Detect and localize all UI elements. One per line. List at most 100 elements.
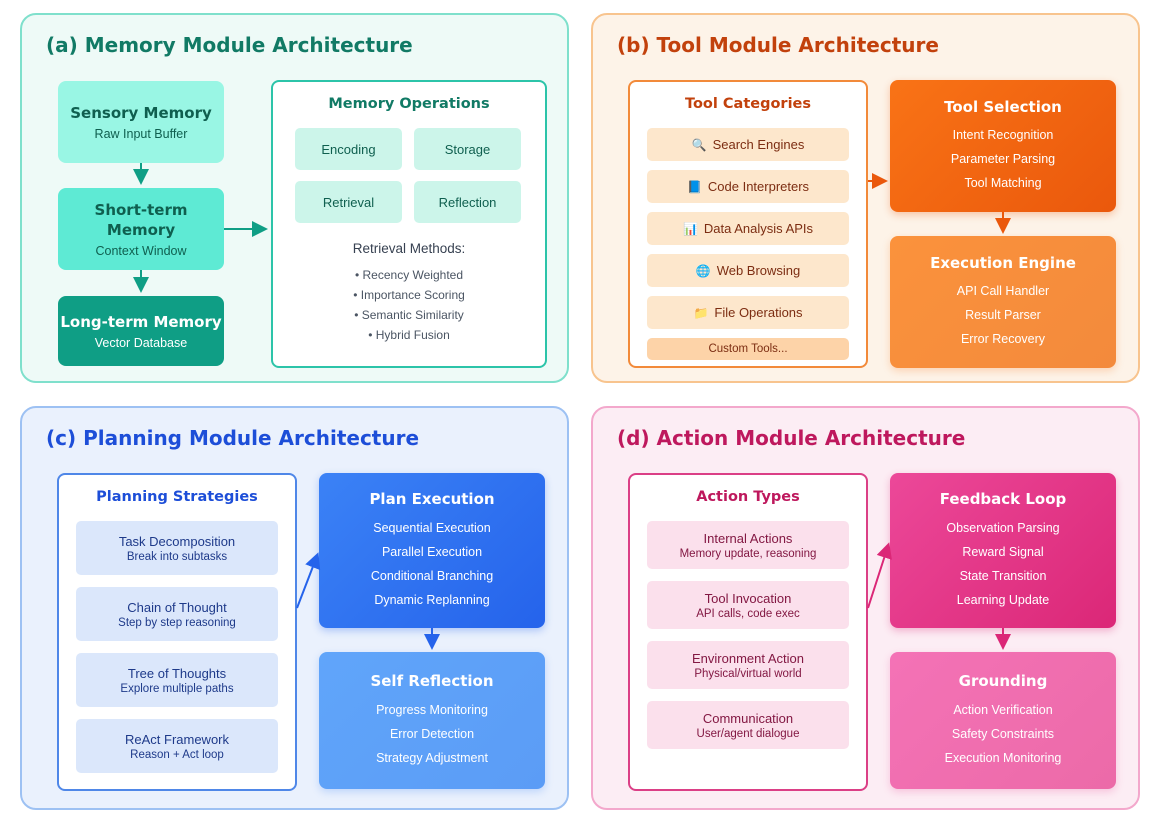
- grounding-line: Execution Monitoring: [944, 750, 1062, 765]
- self-reflection-line: Progress Monitoring: [376, 702, 488, 717]
- action-type-item: Environment Action Physical/virtual worl…: [647, 641, 849, 689]
- action-type-item: Internal Actions Memory update, reasonin…: [647, 521, 849, 569]
- plan-execution-title: Plan Execution: [369, 490, 495, 509]
- retrieval-method-item: • Hybrid Fusion: [368, 328, 450, 342]
- feedback-loop-title: Feedback Loop: [939, 490, 1067, 509]
- feedback-loop-line: Learning Update: [956, 592, 1050, 607]
- sensory-memory-box: Sensory Memory Raw Input Buffer: [58, 81, 224, 163]
- tool-selection-box: Tool Selection Intent Recognition Parame…: [890, 80, 1116, 212]
- action-type-desc: Physical/virtual world: [694, 667, 802, 680]
- long-term-memory-sub: Vector Database: [94, 336, 188, 351]
- retrieval-method-item: • Importance Scoring: [353, 288, 465, 302]
- tool-category-label: Web Browsing: [716, 263, 801, 278]
- self-reflection-title: Self Reflection: [370, 672, 494, 691]
- planning-module-panel: (c) Planning Module Architecture Plannin…: [20, 406, 569, 810]
- action-types-title: Action Types: [696, 489, 800, 505]
- tool-category-item: 📊 Data Analysis APIs: [647, 212, 849, 245]
- long-term-memory-box: Long-term Memory Vector Database: [58, 296, 224, 366]
- memory-panel-title: (a) Memory Module Architecture: [46, 33, 413, 57]
- tool-category-label: Data Analysis APIs: [703, 221, 814, 236]
- arrow-types-to-feedback: [867, 542, 892, 609]
- book-icon: 📘: [686, 179, 702, 194]
- action-type-desc: API calls, code exec: [696, 607, 800, 620]
- plan-execution-line: Parallel Execution: [381, 544, 483, 559]
- tool-arrows: [868, 173, 1011, 234]
- plan-execution-line: Sequential Execution: [373, 520, 491, 535]
- self-reflection-line: Strategy Adjustment: [376, 750, 488, 765]
- strategy-name: ReAct Framework: [124, 731, 230, 747]
- execution-engine-line: Result Parser: [965, 308, 1041, 323]
- execution-engine-line: Error Recovery: [960, 332, 1046, 347]
- plan-execution-line: Conditional Branching: [370, 568, 494, 583]
- tool-categories-title: Tool Categories: [684, 96, 812, 112]
- tool-selection-title: Tool Selection: [944, 97, 1062, 116]
- planning-arrows: [296, 552, 440, 650]
- grounding-title: Grounding: [958, 672, 1048, 691]
- chart-icon: 📊: [682, 221, 698, 236]
- plan-execution-box: Plan Execution Sequential Execution Para…: [319, 473, 545, 628]
- strategy-item: Chain of Thought Step by step reasoning: [76, 587, 278, 641]
- action-arrows: [867, 542, 1011, 650]
- tool-category-label: Search Engines: [712, 137, 805, 152]
- memory-module-panel: (a) Memory Module Architecture Sensory M…: [20, 13, 569, 383]
- custom-tools-item: Custom Tools...: [647, 338, 849, 360]
- short-term-memory-box: Short-term Memory Context Window: [58, 188, 224, 270]
- tool-category-label: File Operations: [714, 305, 803, 320]
- tool-category-item: 📁 File Operations: [647, 296, 849, 329]
- tool-categories-container: Tool Categories 🔍 Search Engines 📘 Code …: [628, 80, 868, 368]
- memory-operations-title: Memory Operations: [328, 96, 490, 112]
- action-type-name: Environment Action: [691, 650, 804, 666]
- tool-category-item: 🔍 Search Engines: [647, 128, 849, 161]
- operation-reflection: Reflection: [414, 181, 521, 223]
- strategy-desc: Break into subtasks: [126, 550, 228, 563]
- grounding-line: Safety Constraints: [951, 726, 1055, 741]
- strategy-desc: Step by step reasoning: [118, 616, 236, 629]
- feedback-loop-line: Reward Signal: [962, 544, 1044, 559]
- arrow-strategies-to-execution: [296, 552, 321, 609]
- action-type-name: Communication: [702, 710, 794, 726]
- action-type-item: Tool Invocation API calls, code exec: [647, 581, 849, 629]
- execution-engine-box: Execution Engine API Call Handler Result…: [890, 236, 1116, 368]
- long-term-memory-title: Long-term Memory: [60, 312, 222, 331]
- action-types-container: Action Types Internal Actions Memory upd…: [628, 473, 868, 791]
- memory-operations-container: Memory Operations Encoding Storage Retri…: [271, 80, 547, 368]
- plan-execution-line: Dynamic Replanning: [374, 592, 490, 607]
- retrieval-method-item: • Semantic Similarity: [354, 308, 464, 322]
- strategy-item: Task Decomposition Break into subtasks: [76, 521, 278, 575]
- action-type-name: Tool Invocation: [704, 590, 792, 606]
- action-panel-title: (d) Action Module Architecture: [617, 426, 966, 450]
- operation-retrieval: Retrieval: [295, 181, 402, 223]
- planning-strategies-title: Planning Strategies: [96, 489, 258, 505]
- short-term-memory-sub: Context Window: [95, 244, 187, 259]
- grounding-box: Grounding Action Verification Safety Con…: [890, 652, 1116, 789]
- self-reflection-box: Self Reflection Progress Monitoring Erro…: [319, 652, 545, 789]
- sensory-memory-sub: Raw Input Buffer: [94, 127, 188, 142]
- strategy-name: Chain of Thought: [127, 599, 227, 615]
- memory-arrows: [133, 163, 268, 293]
- strategy-name: Task Decomposition: [118, 533, 236, 549]
- action-type-desc: User/agent dialogue: [696, 727, 800, 740]
- strategy-name: Tree of Thoughts: [127, 665, 227, 681]
- feedback-loop-line: State Transition: [959, 568, 1047, 583]
- operation-encoding: Encoding: [295, 128, 402, 170]
- tool-module-panel: (b) Tool Module Architecture Tool Catego…: [591, 13, 1140, 383]
- folder-icon: 📁: [693, 305, 709, 320]
- tool-panel-title: (b) Tool Module Architecture: [617, 33, 939, 57]
- short-term-memory-title: Short-term Memory: [94, 200, 188, 239]
- action-type-item: Communication User/agent dialogue: [647, 701, 849, 749]
- planning-panel-title: (c) Planning Module Architecture: [46, 426, 420, 450]
- execution-engine-line: API Call Handler: [956, 284, 1050, 299]
- execution-engine-title: Execution Engine: [930, 253, 1076, 272]
- feedback-loop-box: Feedback Loop Observation Parsing Reward…: [890, 473, 1116, 628]
- tool-selection-line: Tool Matching: [964, 176, 1042, 191]
- search-icon: 🔍: [691, 137, 707, 152]
- self-reflection-line: Error Detection: [389, 726, 475, 741]
- action-type-name: Internal Actions: [703, 530, 793, 546]
- tool-selection-line: Intent Recognition: [952, 128, 1054, 143]
- tool-category-item: 🌐 Web Browsing: [647, 254, 849, 287]
- retrieval-method-item: • Recency Weighted: [354, 268, 464, 282]
- tool-selection-line: Parameter Parsing: [950, 152, 1056, 167]
- feedback-loop-line: Observation Parsing: [946, 520, 1060, 535]
- tool-category-label: Code Interpreters: [707, 179, 810, 194]
- strategy-desc: Explore multiple paths: [120, 682, 234, 695]
